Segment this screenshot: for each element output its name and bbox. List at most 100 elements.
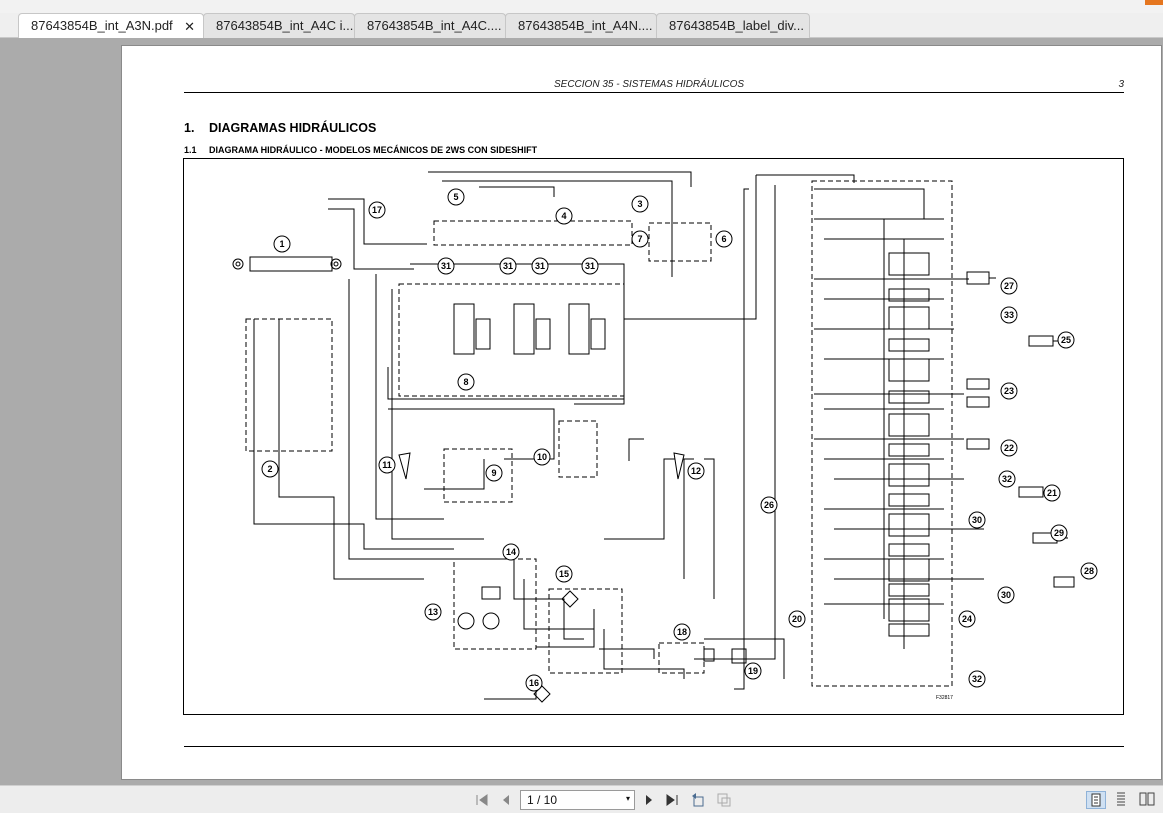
callout-8: 8: [457, 373, 475, 391]
callout-circle: [447, 188, 465, 206]
callout-25: 25: [1057, 331, 1075, 349]
callout-circle: [998, 470, 1016, 488]
two-page-view-button[interactable]: [1138, 791, 1158, 809]
callout-22: 22: [1000, 439, 1018, 457]
callout-circle: [631, 230, 649, 248]
single-page-view-button[interactable]: [1086, 791, 1106, 809]
first-page-icon[interactable]: [474, 792, 490, 808]
two-page-icon: [1139, 792, 1155, 806]
heading-text: DIAGRAMAS HIDRÁULICOS: [209, 121, 377, 135]
callout-circle: [555, 565, 573, 583]
tab-document-1[interactable]: 87643854B_int_A3N.pdf ✕: [18, 13, 204, 39]
callout-circle: [968, 670, 986, 688]
callout-label: 6: [721, 234, 726, 244]
callout-label: 5: [453, 192, 458, 202]
callout-31: 31: [581, 257, 599, 275]
callout-label: 15: [559, 569, 569, 579]
callout-label: 25: [1061, 335, 1071, 345]
callout-label: 32: [972, 674, 982, 684]
callout-5: 5: [447, 188, 465, 206]
callout-33: 33: [1000, 306, 1018, 324]
callout-31: 31: [437, 257, 455, 275]
callout-circle: [1080, 562, 1098, 580]
callout-circle: [997, 586, 1015, 604]
tab-strip: 87643854B_int_A3N.pdf ✕ 87643854B_int_A4…: [0, 0, 1163, 39]
callout-12: 12: [687, 462, 705, 480]
callout-4: 4: [555, 207, 573, 225]
callout-label: 13: [428, 607, 438, 617]
document-viewport[interactable]: SECCION 35 - SISTEMAS HIDRÁULICOS 3 1.DI…: [0, 38, 1163, 785]
callout-label: 19: [748, 666, 758, 676]
callout-circle: [502, 543, 520, 561]
callout-7: 7: [631, 230, 649, 248]
tab-label: 87643854B_int_A4C....: [367, 18, 502, 33]
chevron-down-icon: ▾: [625, 794, 630, 803]
callout-label: 20: [792, 614, 802, 624]
callout-label: 22: [1004, 443, 1014, 453]
tab-label: 87643854B_label_div...: [669, 18, 804, 33]
tab-document-4[interactable]: 87643854B_int_A4N....: [505, 13, 657, 38]
callout-label: 23: [1004, 386, 1014, 396]
callout-label: 29: [1054, 528, 1064, 538]
callout-circle: [760, 496, 778, 514]
callout-label: 26: [764, 500, 774, 510]
callout-circle: [261, 460, 279, 478]
figure-code: F32817: [936, 695, 953, 701]
callout-1: 1: [273, 235, 291, 253]
rotate-page-icon[interactable]: [690, 792, 706, 808]
callout-circle: [715, 230, 733, 248]
callout-label: 2: [267, 464, 272, 474]
previous-page-icon[interactable]: [498, 792, 514, 808]
callout-27: 27: [1000, 277, 1018, 295]
callout-label: 3: [637, 199, 642, 209]
hydraulic-diagram-drawing: 1234567891011121314151617181920212223242…: [232, 171, 1098, 703]
callout-circle: [485, 464, 503, 482]
callout-label: 8: [463, 377, 468, 387]
callout-20: 20: [788, 610, 806, 628]
callout-9: 9: [485, 464, 503, 482]
page-selector[interactable]: 1 / 10 ▾: [520, 790, 635, 810]
callout-circle: [457, 373, 475, 391]
page-number: 3: [1118, 79, 1124, 90]
callout-29: 29: [1050, 524, 1068, 542]
callout-label: 30: [972, 515, 982, 525]
callout-circle: [437, 257, 455, 275]
callout-2: 2: [261, 460, 279, 478]
continuous-page-icon: [1117, 792, 1125, 806]
close-icon[interactable]: ✕: [184, 19, 195, 34]
callout-label: 4: [561, 211, 566, 221]
callout-label: 32: [1002, 474, 1012, 484]
title-strip: [0, 0, 1163, 13]
tab-label: 87643854B_int_A4C i...: [216, 18, 354, 33]
callout-label: 11: [382, 460, 392, 470]
last-page-icon[interactable]: [664, 792, 680, 808]
callout-circle: [533, 448, 551, 466]
navigation-toolbar: 1 / 10 ▾: [0, 785, 1163, 813]
callout-label: 9: [491, 468, 496, 478]
callout-label: 31: [535, 261, 545, 271]
callout-30: 30: [968, 511, 986, 529]
callout-label: 14: [506, 547, 516, 557]
fit-page-icon[interactable]: [716, 792, 732, 808]
callout-circle: [687, 462, 705, 480]
tab-label: 87643854B_int_A3N.pdf: [31, 18, 173, 33]
callout-circle: [1000, 382, 1018, 400]
next-page-icon[interactable]: [641, 792, 657, 808]
callout-label: 31: [441, 261, 451, 271]
callout-circle: [1043, 484, 1061, 502]
callout-circle: [499, 257, 517, 275]
callout-label: 18: [677, 627, 687, 637]
callout-13: 13: [424, 603, 442, 621]
tab-document-3[interactable]: 87643854B_int_A4C....: [354, 13, 506, 38]
callout-15: 15: [555, 565, 573, 583]
callout-circle: [958, 610, 976, 628]
tab-document-2[interactable]: 87643854B_int_A4C i...: [203, 13, 355, 38]
callout-circle: [424, 603, 442, 621]
callout-circle: [968, 511, 986, 529]
continuous-view-button[interactable]: [1112, 791, 1132, 809]
tab-document-5[interactable]: 87643854B_label_div...: [656, 13, 810, 38]
callout-circle: [368, 201, 386, 219]
callout-14: 14: [502, 543, 520, 561]
callout-circle: [744, 662, 762, 680]
